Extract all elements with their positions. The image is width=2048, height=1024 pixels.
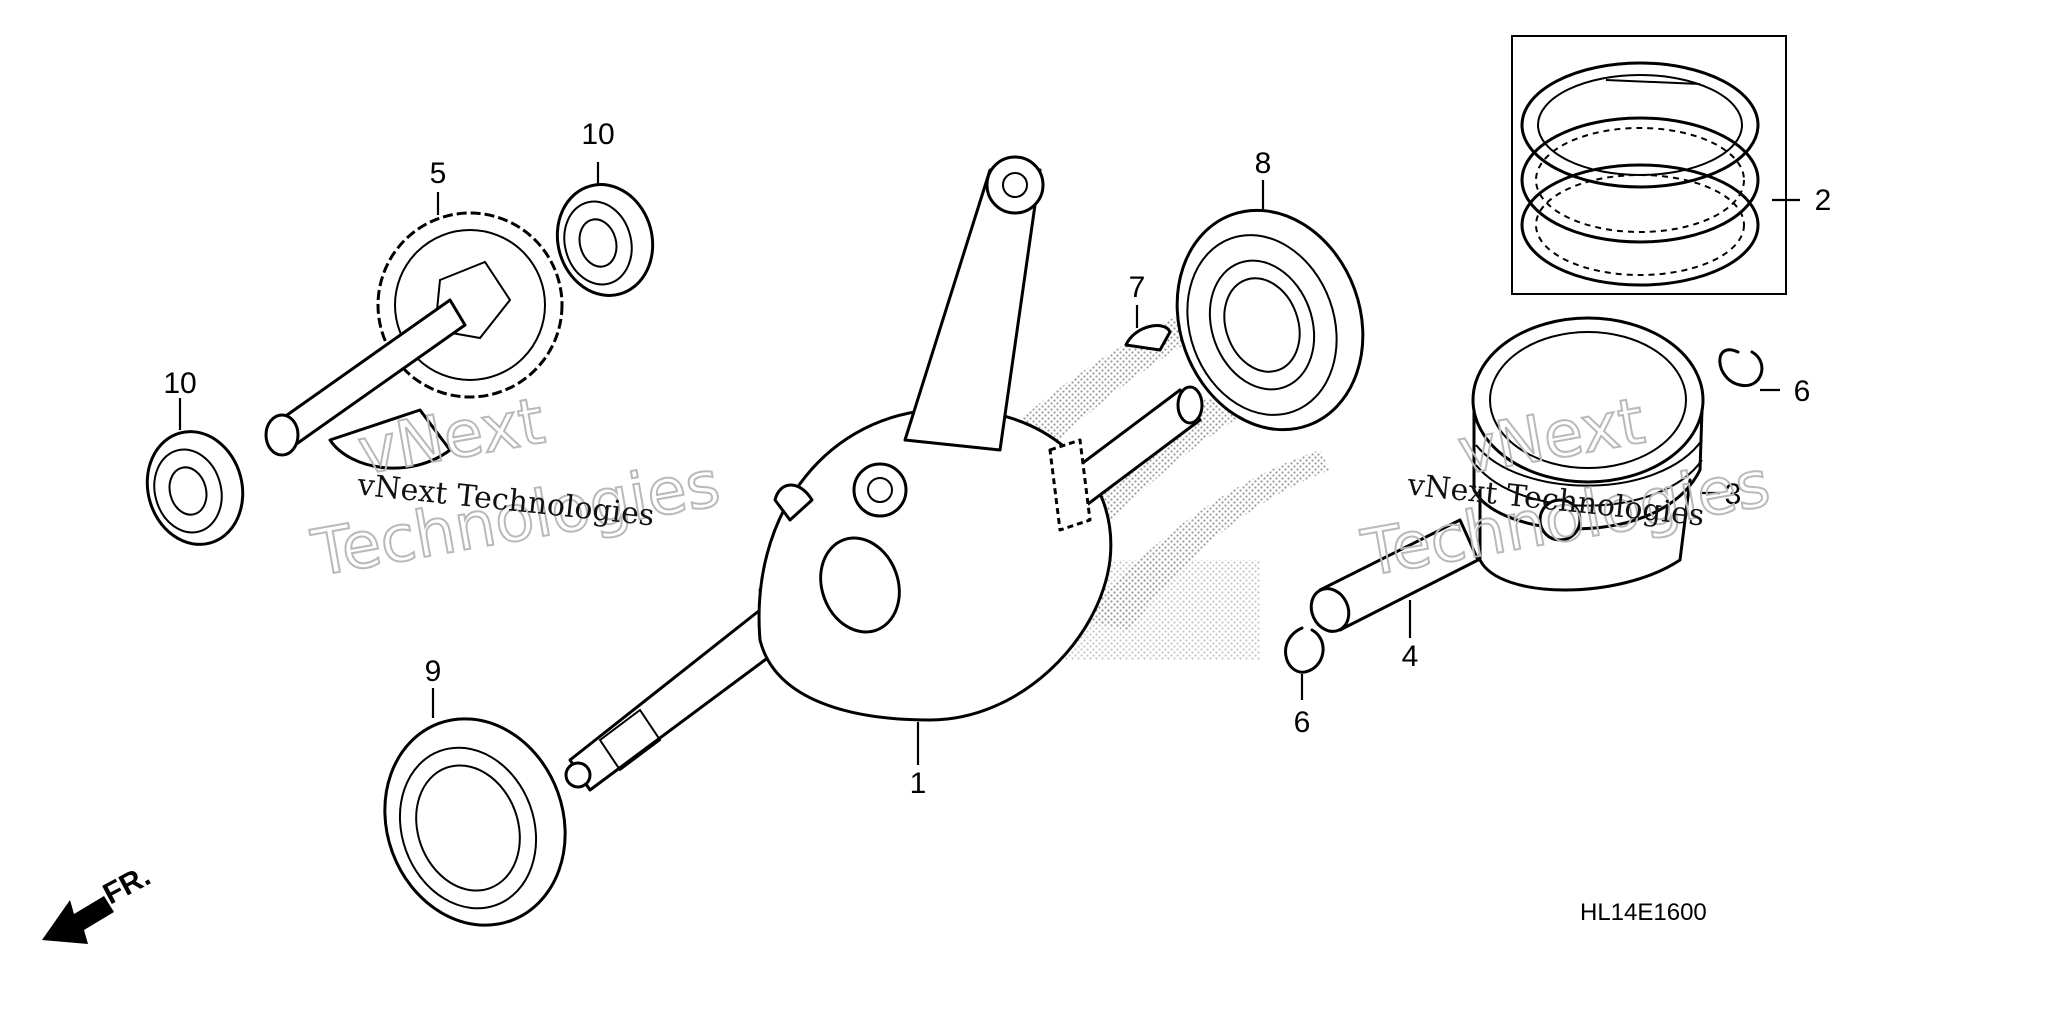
watermark-left: vNext Technologies vNext Technologies — [306, 384, 727, 593]
bearing-left — [145, 430, 245, 546]
pin-clip-bottom — [1284, 626, 1325, 674]
callout-10-upper: 10 — [581, 118, 614, 151]
woodruff-key — [1124, 324, 1172, 352]
callout-3: 3 — [1725, 478, 1742, 511]
callout-10-left: 10 — [163, 367, 196, 400]
callout-2: 2 — [1815, 184, 1832, 217]
crankshaft — [564, 155, 1204, 792]
oil-seal — [383, 717, 567, 927]
callout-4: 4 — [1402, 640, 1419, 673]
piston-pin — [1309, 518, 1480, 633]
piston-ring-set — [1511, 35, 1787, 295]
callout-8: 8 — [1255, 147, 1272, 180]
callout-6-bottom: 6 — [1294, 706, 1311, 739]
callout-9: 9 — [425, 655, 442, 688]
balancer-gear — [264, 211, 564, 470]
bearing-right — [1175, 208, 1365, 432]
callout-1: 1 — [910, 767, 927, 800]
pin-clip-right — [1718, 348, 1764, 388]
bearing-upper — [555, 183, 655, 297]
front-direction-arrow: FR. — [42, 859, 156, 944]
callout-5: 5 — [430, 157, 447, 190]
callout-labels: 1 2 3 4 5 6 6 7 8 9 10 10 — [163, 118, 1831, 800]
piston — [1471, 316, 1705, 592]
callout-7: 7 — [1129, 271, 1146, 304]
diagram-code: HL14E1600 — [1580, 899, 1707, 926]
leader-lines — [178, 162, 1800, 765]
callout-6-right: 6 — [1794, 375, 1811, 408]
watermark-right: vNext Technologies vNext Technologies — [1356, 384, 1777, 593]
